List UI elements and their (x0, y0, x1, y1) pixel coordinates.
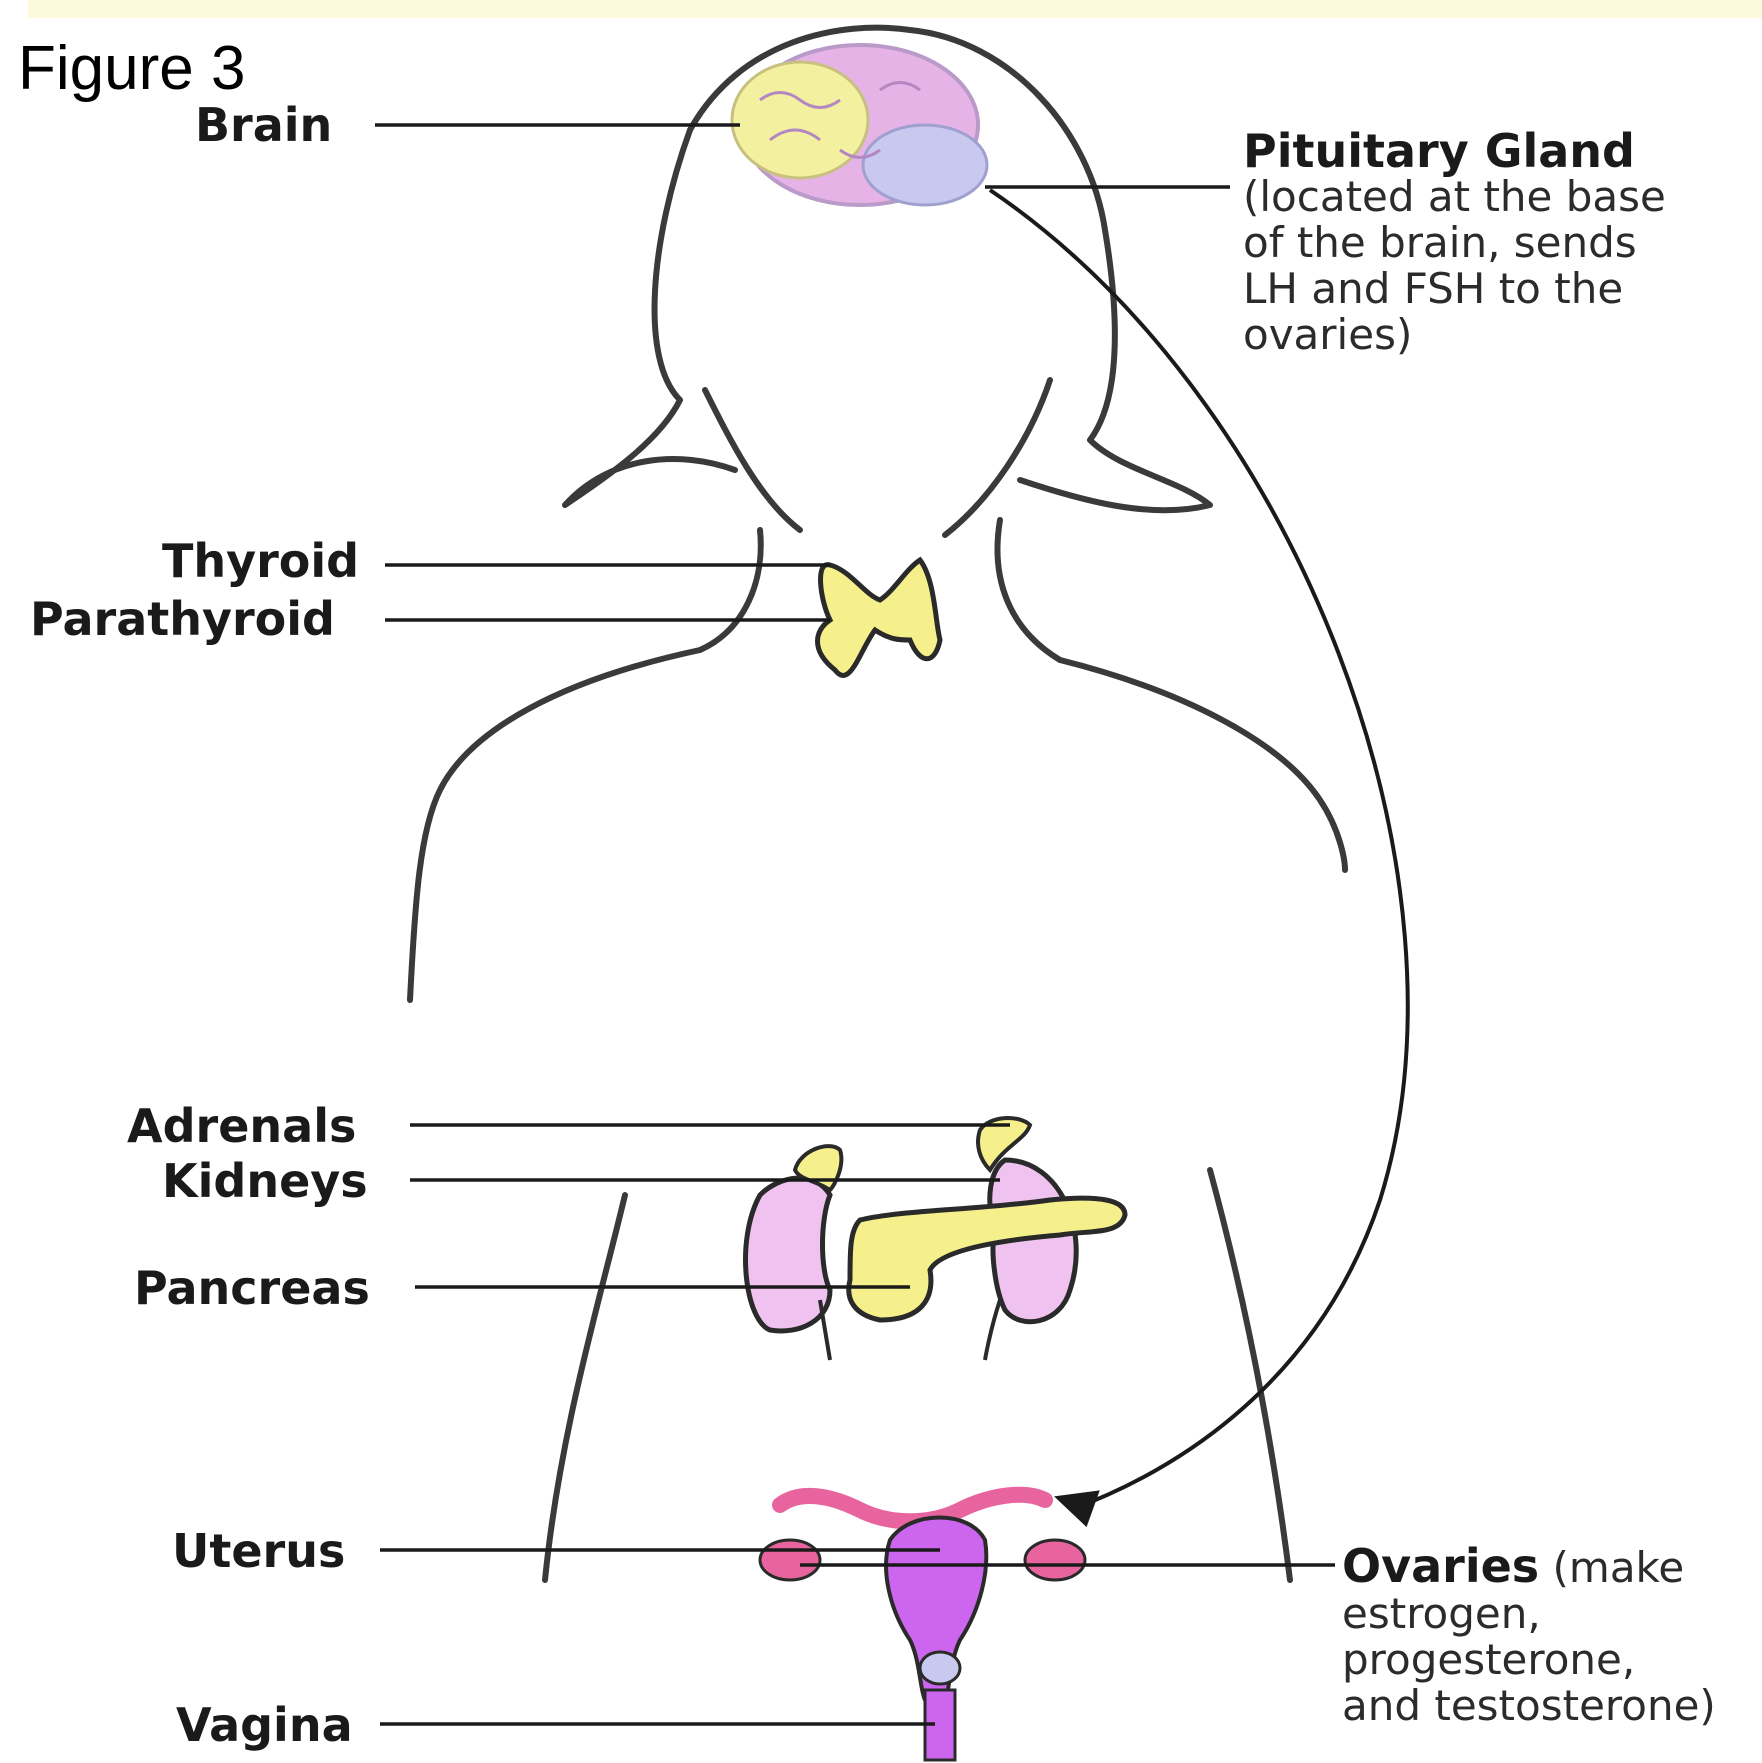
pancreas-illustration (849, 1198, 1125, 1320)
ovaries-description: Ovaries (make estrogen, progesterone, an… (1342, 1543, 1716, 1729)
uterus-label: Uterus (172, 1528, 345, 1574)
hair-strand-left (705, 390, 800, 530)
neck-right (998, 520, 1061, 660)
shoulder-left (410, 650, 700, 1000)
pituitary-line: ovaries) (1243, 312, 1666, 358)
adrenals-label: Adrenals (127, 1103, 356, 1149)
figure-label: Figure 3 (18, 38, 245, 100)
ovaries-first-line-rest: (make (1539, 1543, 1684, 1592)
pituitary-description: Pituitary Gland (located at the base of … (1243, 128, 1666, 358)
ovaries-title: Ovaries (1342, 1539, 1539, 1593)
pituitary-title: Pituitary Gland (1243, 128, 1666, 174)
shoulder-right (1060, 660, 1345, 870)
neck-left (700, 530, 761, 650)
thyroid-label: Thyroid (162, 538, 359, 584)
parathyroid-label: Parathyroid (30, 596, 335, 642)
hair-strand-right (945, 380, 1050, 535)
pituitary-line: (located at the base (1243, 174, 1666, 220)
pituitary-line: LH and FSH to the (1243, 266, 1666, 312)
ovaries-line: estrogen, (1342, 1591, 1716, 1637)
thyroid-illustration (818, 560, 941, 675)
brain-label: Brain (195, 102, 332, 148)
brain-illustration (732, 45, 987, 205)
ovaries-line: and testosterone) (1342, 1683, 1716, 1729)
ovaries-line: progesterone, (1342, 1637, 1716, 1683)
reproductive-illustration (760, 1495, 1085, 1760)
vagina-label: Vagina (176, 1702, 353, 1748)
pituitary-line: of the brain, sends (1243, 220, 1666, 266)
pancreas-label: Pancreas (134, 1265, 370, 1311)
kidneys-label: Kidneys (162, 1158, 368, 1204)
waist-left (545, 1195, 625, 1580)
leader-lines (375, 125, 1335, 1724)
